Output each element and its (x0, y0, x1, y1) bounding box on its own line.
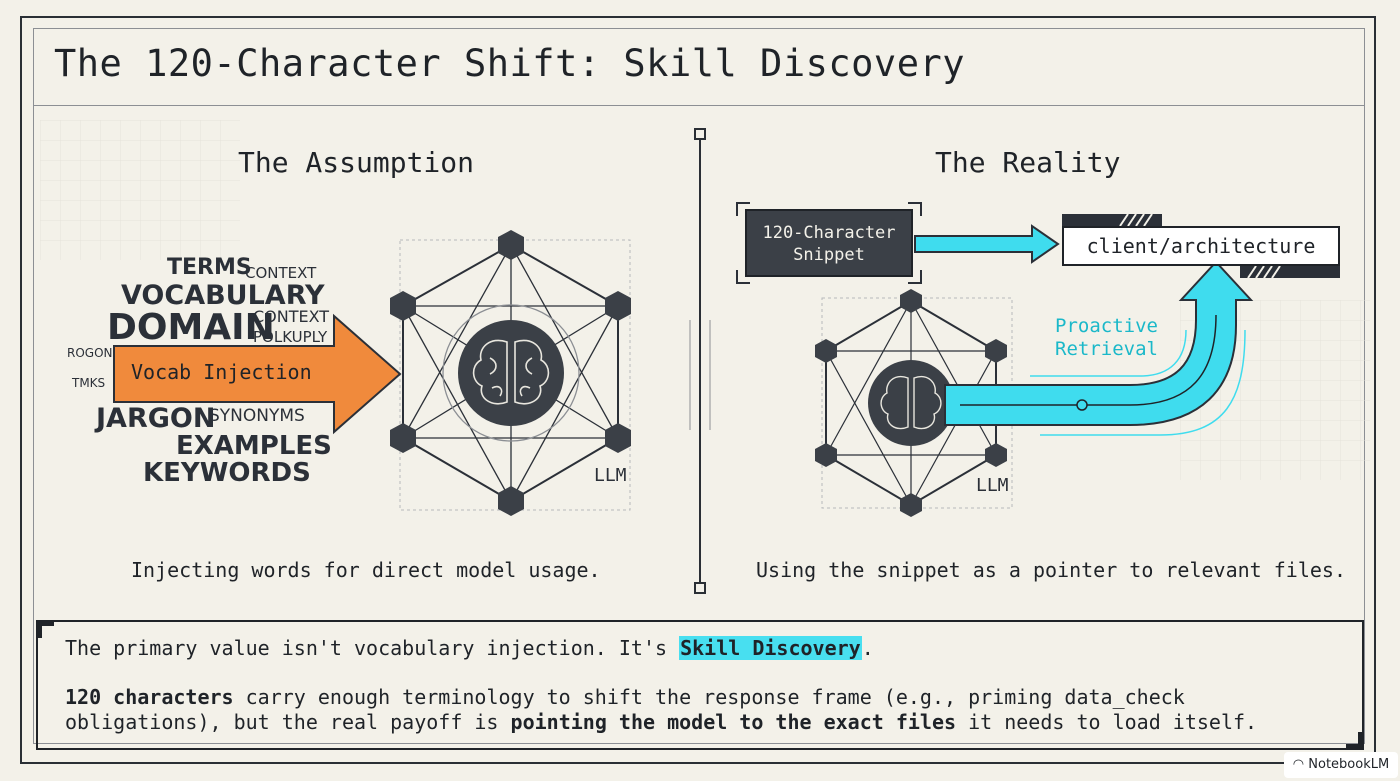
word-jargon: JARGON (96, 403, 216, 434)
word-polkuply: POLKUPLY (253, 328, 328, 346)
word-tmks: TMKS (72, 376, 106, 390)
llm-label-right: LLM (976, 475, 1009, 496)
notebooklm-badge-label: NotebookLM (1308, 757, 1390, 772)
outer-frame (20, 16, 1376, 764)
summary-text-1: carry enough terminology to shift the re… (65, 685, 1185, 734)
summary-line-1-suffix: . (861, 636, 874, 660)
file-path-box: client/architecture (1062, 226, 1340, 266)
snippet-line-1: 120-Character (762, 223, 896, 243)
llm-network-right (815, 289, 1013, 517)
notebooklm-logo-icon: ◠ (1292, 757, 1309, 772)
assumption-heading: The Assumption (238, 146, 475, 179)
summary-line-1: The primary value isn't vocabulary injec… (65, 636, 874, 660)
snippet-to-path-arrow (914, 224, 1060, 264)
word-keywords: KEYWORDS (143, 458, 311, 488)
grid-pattern-left (40, 120, 240, 260)
proactive-retrieval-arrow (944, 260, 1254, 436)
reality-caption: Using the snippet as a pointer to releva… (756, 558, 1347, 582)
word-vocabulary: VOCABULARY (121, 280, 325, 311)
assumption-caption: Injecting words for direct model usage. (131, 558, 601, 582)
summary-bold-1: 120 characters (65, 685, 234, 709)
word-synonyms: SYNONYMS (209, 406, 305, 426)
word-terms: TERMS (167, 255, 252, 280)
notebooklm-badge: ◠ NotebookLM (1284, 752, 1398, 778)
summary-text-2: it needs to load itself. (956, 710, 1258, 734)
word-rogon: ROGON (67, 346, 113, 360)
vocab-injection-arrow (113, 313, 402, 435)
path-box-stripes (1062, 213, 1340, 279)
summary-line-1-prefix: The primary value isn't vocabulary injec… (65, 636, 680, 660)
center-divider (689, 128, 711, 594)
summary-bold-2: pointing the model to the exact files (510, 710, 957, 734)
snippet-box: 120-Character Snippet (745, 209, 913, 277)
word-context: CONTEXT (245, 264, 317, 282)
page-title: The 120-Character Shift: Skill Discovery (54, 42, 966, 85)
summary-line-2: 120 characters carry enough terminology … (65, 685, 1315, 735)
snippet-line-2: Snippet (793, 245, 865, 265)
llm-label-left: LLM (594, 465, 627, 486)
skill-discovery-highlight: Skill Discovery (679, 636, 862, 660)
summary-box (36, 620, 1364, 750)
vocab-injection-label: Vocab Injection (131, 360, 312, 384)
word-examples: EXAMPLES (176, 431, 332, 461)
word-context-2: CONTEXT (253, 307, 330, 326)
retrieval-line-2: Retrieval (1055, 338, 1158, 360)
word-domain: DOMAIN (107, 307, 275, 348)
reality-heading: The Reality (935, 146, 1121, 179)
proactive-retrieval-label: Proactive Retrieval (1055, 315, 1158, 361)
title-bar (33, 28, 1365, 106)
snippet-brackets (736, 202, 922, 284)
llm-network-left (390, 230, 631, 516)
retrieval-line-1: Proactive (1055, 315, 1158, 337)
